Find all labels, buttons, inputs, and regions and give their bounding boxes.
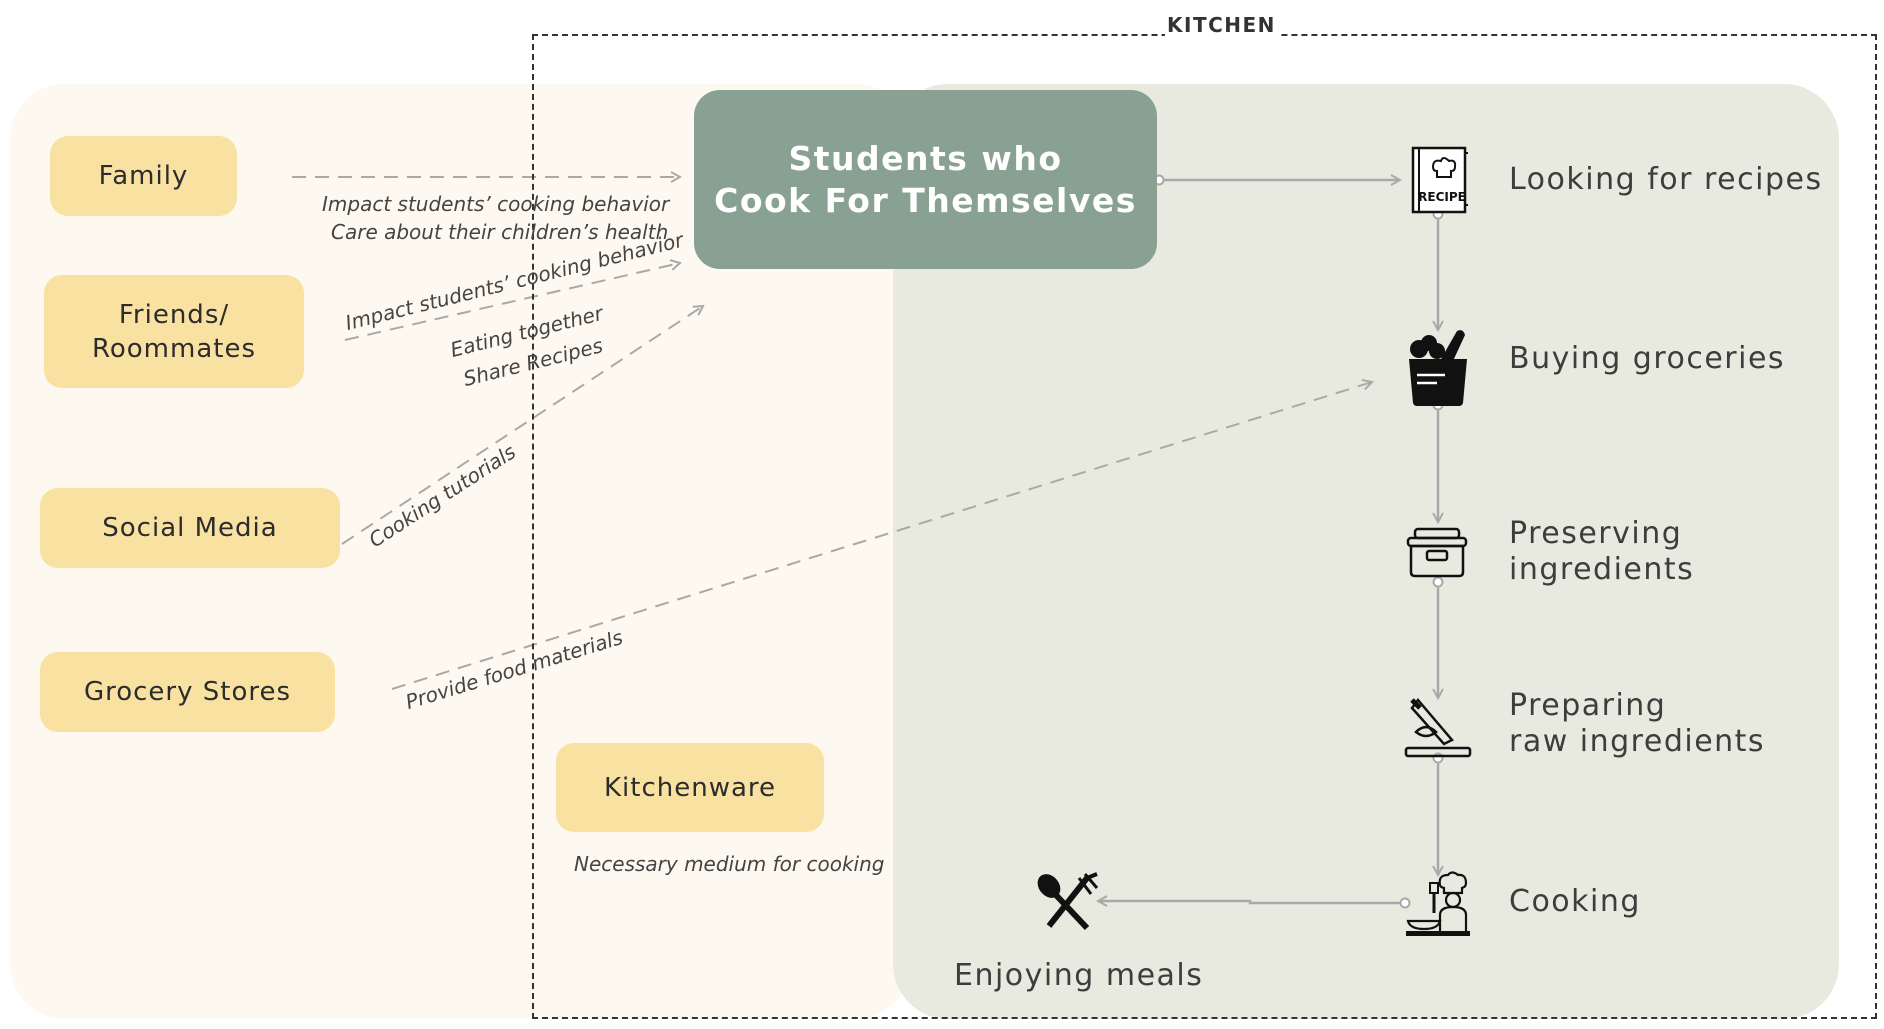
step-preserving-line1: Preserving — [1509, 516, 1683, 551]
step-cooking: Cooking — [1509, 884, 1641, 919]
step-buying-groceries: Buying groceries — [1509, 341, 1786, 376]
actor-social-media: Social Media — [40, 488, 340, 568]
recipe-book-text: RECIPE — [1418, 190, 1466, 204]
annotation-family-1: Impact students’ cooking behavior — [322, 192, 670, 216]
annotation-kitchenware: Necessary medium for cooking — [574, 852, 885, 876]
chef-cooking-icon — [1406, 871, 1470, 936]
actor-friends-label-line2: Roommates — [91, 333, 257, 364]
actor-kitchenware-label: Kitchenware — [603, 772, 777, 803]
central-node: Students who Cook For Themselves — [694, 90, 1157, 269]
central-title-line1: Students who — [788, 138, 1063, 178]
central-title-line2: Cook For Themselves — [714, 180, 1137, 220]
actor-family: Family — [50, 136, 237, 216]
step-enjoying-meals: Enjoying meals — [954, 958, 1204, 993]
food-container-icon — [1406, 527, 1468, 578]
actor-friends-roommates: Friends/ Roommates — [44, 275, 304, 388]
step-looking-for-recipes: Looking for recipes — [1509, 162, 1823, 197]
cooking-to-enjoying-arrow — [1098, 901, 1405, 903]
friends-influence-arrow — [344, 263, 680, 341]
social-media-influence-arrow — [341, 306, 703, 545]
knife-cutting-board-icon — [1404, 697, 1472, 758]
actor-kitchenware: Kitchenware — [556, 743, 824, 832]
actor-grocery-stores: Grocery Stores — [40, 652, 335, 732]
kitchen-label: KITCHEN — [1165, 12, 1278, 38]
actor-social-media-label: Social Media — [102, 513, 278, 543]
actor-grocery-stores-label: Grocery Stores — [83, 677, 292, 707]
actor-family-label: Family — [98, 161, 189, 191]
step-preparing-line2: raw ingredients — [1509, 724, 1766, 759]
grocery-bag-icon — [1409, 330, 1467, 406]
spoon-fork-icon — [1037, 872, 1099, 931]
recipe-book-icon: RECIPE — [1411, 146, 1468, 214]
step-preparing-line1: Preparing — [1509, 688, 1667, 723]
step-preserving-line2: ingredients — [1509, 552, 1695, 587]
annotation-family-2: Care about their children’s health — [331, 220, 669, 244]
actor-friends-label-line1: Friends/ — [118, 299, 230, 330]
grocery-influence-arrow — [391, 382, 1372, 690]
